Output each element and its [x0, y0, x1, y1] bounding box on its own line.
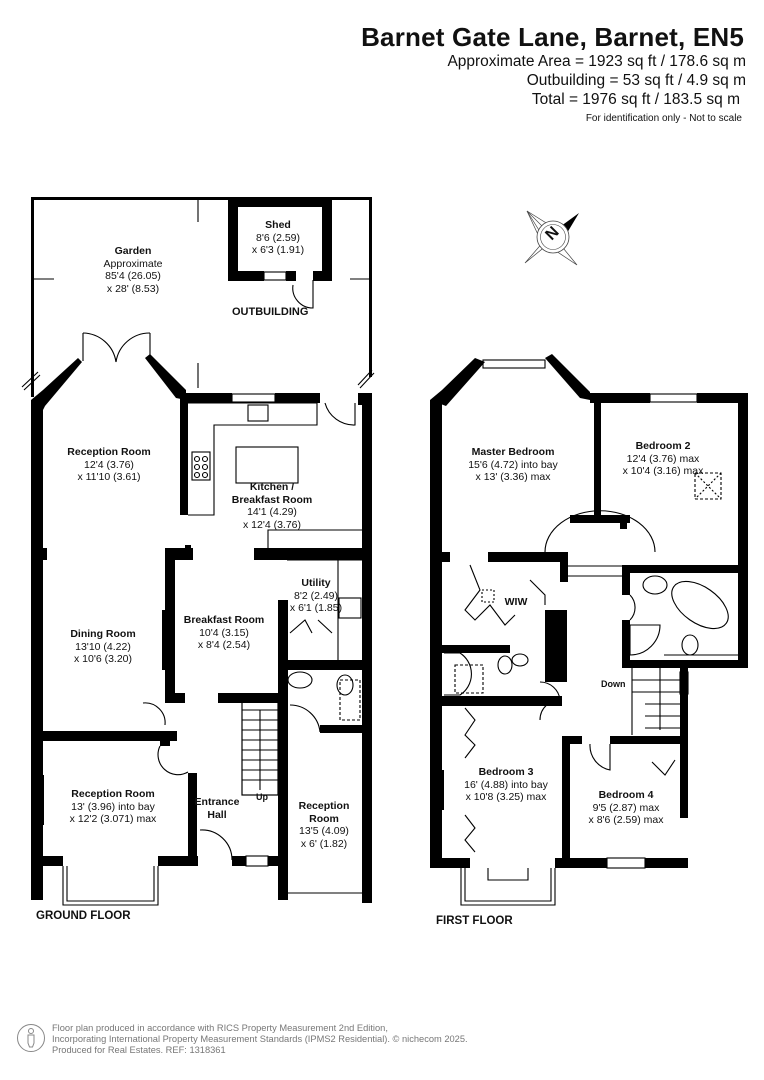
ground-floor-details — [21, 200, 375, 906]
room-dim: 13'10 (4.22) — [75, 640, 131, 653]
room-dim: x 8'6 (2.59) max — [588, 814, 664, 826]
room-name: Garden — [114, 245, 152, 257]
outbuilding-label: OUTBUILDING — [232, 306, 309, 318]
outbuilding-area: Outbuilding = 53 sq ft / 4.9 sq m — [526, 72, 746, 89]
room-label-reception-rear: Reception Room 12'4 (3.76) x 11'10 (3.61… — [67, 446, 150, 484]
room-name: Room — [309, 812, 339, 825]
room-name: Master Bedroom — [471, 446, 555, 458]
room-name: Utility — [301, 577, 331, 589]
total-area: Total = 1976 sq ft / 183.5 sq m — [531, 91, 740, 108]
room-label-master-bedroom: Master Bedroom 15'6 (4.72) into bay x 13… — [468, 446, 558, 484]
room-name: Breakfast Room — [231, 493, 313, 506]
footer-line-1: Floor plan produced in accordance with R… — [52, 1023, 388, 1033]
footer-line-3: Produced for Real Estates. REF: 1318361 — [52, 1045, 226, 1055]
room-label-bedroom-3: Bedroom 3 16' (4.88) into bay x 10'8 (3.… — [464, 766, 548, 804]
room-dim: x 6'3 (1.91) — [251, 244, 305, 256]
first-floor-walls — [430, 354, 748, 868]
room-dim: x 10'6 (3.20) — [73, 653, 133, 665]
room-name: Reception Room — [67, 446, 151, 458]
room-dim: 15'6 (4.72) into bay — [468, 458, 558, 471]
room-dim: x 12'4 (3.76) — [242, 518, 302, 531]
room-dim: 8'6 (2.59) — [255, 231, 301, 244]
room-dim: 13'5 (4.09) — [299, 825, 349, 837]
stairs-down-label: Down — [601, 679, 626, 689]
room-name: Bedroom 2 — [635, 440, 691, 452]
room-dim: 8'2 (2.49) — [293, 589, 339, 602]
room-dim: 13' (3.96) into bay — [71, 800, 155, 813]
room-label-wiw: WIW — [505, 596, 528, 609]
room-dim: 12'4 (3.76) — [84, 458, 134, 471]
room-dim: x 8'4 (2.54) — [197, 639, 251, 651]
room-dim: x 6' (1.82) — [300, 837, 348, 850]
room-name: Hall — [207, 808, 227, 821]
approximate-area: Approximate Area = 1923 sq ft / 178.6 sq… — [447, 53, 746, 70]
room-dim: 14'1 (4.29) — [247, 506, 297, 518]
room-label-shed: Shed 8'6 (2.59) x 6'3 (1.91) — [252, 219, 304, 257]
person-info-icon — [17, 1024, 45, 1052]
room-dim: x 28' (8.53) — [106, 282, 160, 295]
room-dim: x 10'8 (3.25) max — [465, 791, 547, 803]
room-name: Breakfast Room — [183, 614, 265, 626]
room-dim: x 13' (3.36) max — [475, 471, 551, 483]
north-compass-icon — [524, 210, 579, 266]
footer-line-2: Incorporating International Property Mea… — [52, 1034, 468, 1044]
room-name: Kitchen / — [249, 481, 295, 493]
room-dim: 85'4 (26.05) — [105, 270, 161, 282]
room-name: WIW — [504, 596, 528, 608]
ground-floor-label: GROUND FLOOR — [36, 910, 131, 922]
first-floor-label: FIRST FLOOR — [436, 915, 513, 927]
room-name: Bedroom 4 — [598, 789, 654, 801]
room-label-kitchen: Kitchen / Breakfast Room 14'1 (4.29) x 1… — [232, 481, 313, 531]
room-label-reception-front: Reception Room 13' (3.96) into bay x 12'… — [70, 788, 157, 826]
room-label-dining: Dining Room 13'10 (4.22) x 10'6 (3.20) — [70, 628, 135, 666]
room-dim: 12'4 (3.76) max — [626, 452, 700, 465]
room-label-utility: Utility 8'2 (2.49) x 6'1 (1.85) — [290, 577, 342, 615]
header: Barnet Gate Lane, Barnet, EN5 Approximat… — [361, 22, 746, 126]
room-dim: x 11'10 (3.61) — [77, 471, 141, 483]
ground-floor-walls — [31, 197, 372, 903]
room-name: Entrance — [194, 796, 240, 808]
room-name: Shed — [265, 219, 291, 231]
room-dim: 10'4 (3.15) — [199, 626, 249, 639]
room-label-bedroom-4: Bedroom 4 9'5 (2.87) max x 8'6 (2.59) ma… — [589, 789, 664, 827]
room-label-breakfast: Breakfast Room 10'4 (3.15) x 8'4 (2.54) — [184, 614, 265, 652]
room-dim: x 12'2 (3.071) max — [69, 813, 157, 825]
first-floor-details — [444, 359, 738, 906]
room-label-entrance-hall: Entrance Hall — [195, 796, 240, 821]
room-dim: 9'5 (2.87) max — [592, 801, 660, 814]
room-name: Reception — [298, 800, 350, 812]
room-dim: x 6'1 (1.85) — [289, 602, 343, 614]
room-dim: Approximate — [103, 257, 163, 270]
room-name: Reception Room — [71, 788, 155, 800]
room-dim: x 10'4 (3.16) max — [622, 465, 704, 477]
room-label-reception-side: Reception Room 13'5 (4.09) x 6' (1.82) — [299, 800, 350, 850]
room-label-bedroom-2: Bedroom 2 12'4 (3.76) max x 10'4 (3.16) … — [623, 440, 704, 478]
property-title: Barnet Gate Lane, Barnet, EN5 — [361, 22, 744, 52]
room-dim: 16' (4.88) into bay — [464, 778, 548, 791]
disclaimer: For identification only - Not to scale — [585, 113, 742, 124]
footer: Floor plan produced in accordance with R… — [16, 1023, 468, 1056]
room-name: Bedroom 3 — [478, 766, 534, 778]
stairs-up-label: Up — [256, 792, 268, 802]
room-label-garden: Garden Approximate 85'4 (26.05) x 28' (8… — [104, 245, 163, 295]
room-name: Dining Room — [70, 628, 136, 640]
